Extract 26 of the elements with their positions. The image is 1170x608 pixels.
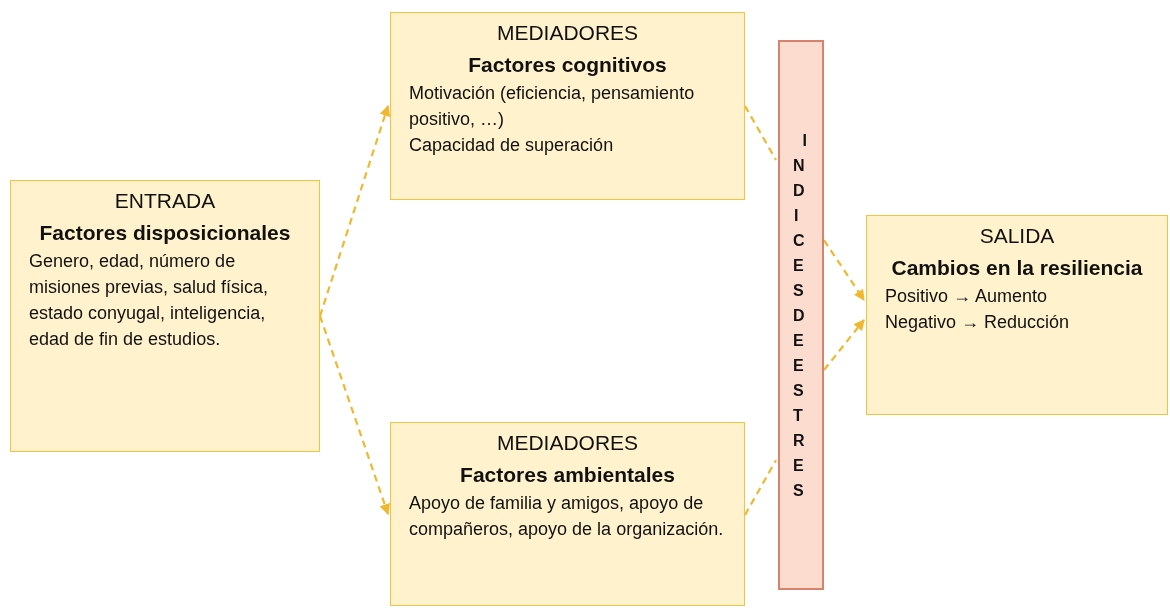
box-heading: MEDIADORES bbox=[495, 430, 640, 456]
arrow bbox=[318, 315, 390, 516]
box-heading: MEDIADORES bbox=[495, 20, 640, 46]
box-text: Positivo → Aumento bbox=[885, 285, 1049, 308]
arrow bbox=[318, 104, 391, 317]
box-text: Negativo → Reducción bbox=[885, 311, 1071, 335]
box-text: Capacidad de superación bbox=[409, 134, 615, 158]
box-text: Motivación (eficiencia, pensamiento positivo, …) bbox=[409, 82, 696, 132]
connector-line bbox=[744, 459, 777, 516]
text-box bbox=[390, 12, 745, 200]
box-heading: SALIDA bbox=[978, 223, 1056, 249]
text-box bbox=[866, 215, 1168, 415]
box-heading: ENTRADA bbox=[113, 188, 217, 214]
text-box bbox=[10, 180, 320, 452]
arrow bbox=[823, 319, 865, 371]
box-text: Apoyo de familia y amigos, apoyo de compañeros, apoyo de la organización. bbox=[409, 492, 725, 542]
arrow bbox=[823, 239, 865, 301]
box-title: Factores disposicionales bbox=[38, 219, 292, 246]
text-box bbox=[390, 422, 745, 606]
box-title: Factores cognitivos bbox=[467, 51, 668, 78]
vertical-band bbox=[778, 40, 824, 590]
box-title: Cambios en la resiliencia bbox=[890, 254, 1144, 281]
connector-line bbox=[744, 105, 777, 161]
vertical-label: INDICES DE ESTRES bbox=[793, 130, 809, 501]
box-title: Factores ambientales bbox=[459, 461, 676, 488]
box-text: Genero, edad, número de misiones previas, salud física, estado conyugal, inteligencia, edad de fin de estudios. bbox=[29, 250, 270, 352]
